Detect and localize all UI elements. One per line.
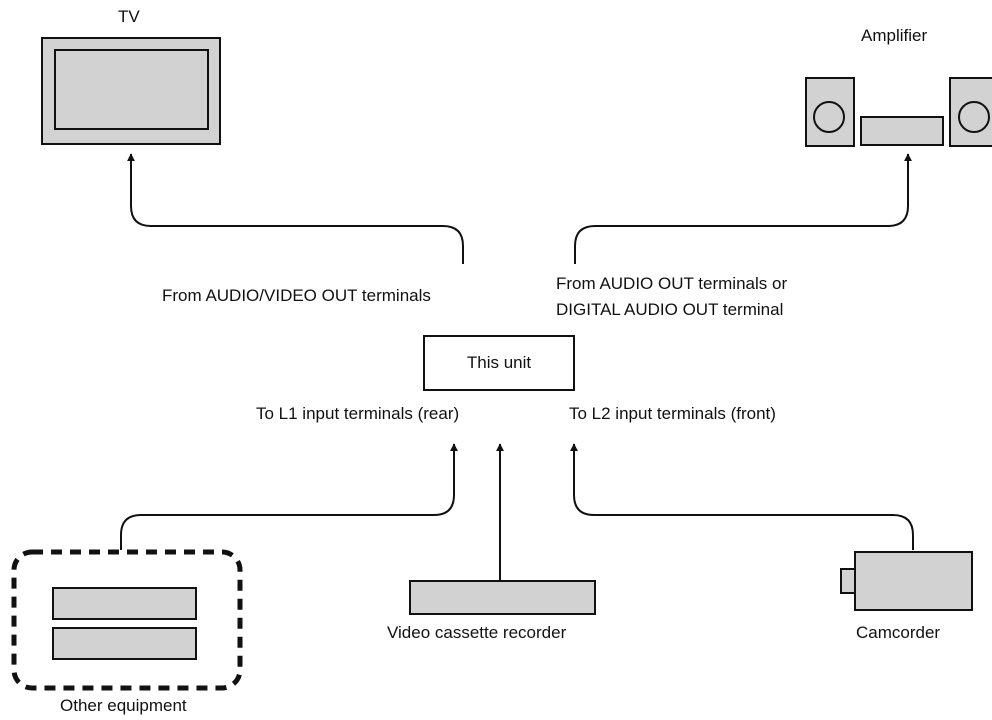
other-equipment-label: Other equipment	[60, 696, 187, 715]
audio-out-cable	[574, 153, 912, 264]
other-equipment-icon	[11, 549, 243, 691]
vcr-icon	[409, 580, 596, 615]
av-out-cable	[127, 153, 464, 264]
camcorder-icon	[840, 551, 973, 611]
other-equipment-cable	[120, 443, 458, 550]
av-out-label: From AUDIO/VIDEO OUT terminals	[162, 286, 431, 305]
l1-input-label: To L1 input terminals (rear)	[256, 404, 460, 423]
camcorder-label: Camcorder	[856, 623, 941, 642]
camcorder-cable	[570, 443, 914, 550]
tv-icon	[41, 37, 221, 145]
audio-out-label-line1: From AUDIO OUT terminals or	[556, 274, 788, 293]
audio-out-label-line2: DIGITAL AUDIO OUT terminal	[556, 300, 784, 319]
vcr-label: Video cassette recorder	[387, 623, 567, 642]
this-unit-label: This unit	[466, 353, 532, 372]
amplifier-icon	[805, 77, 992, 147]
tv-label: TV	[118, 7, 140, 26]
this-unit-box	[423, 335, 575, 391]
amplifier-label: Amplifier	[861, 26, 928, 45]
l2-input-label: To L2 input terminals (front)	[569, 404, 776, 423]
